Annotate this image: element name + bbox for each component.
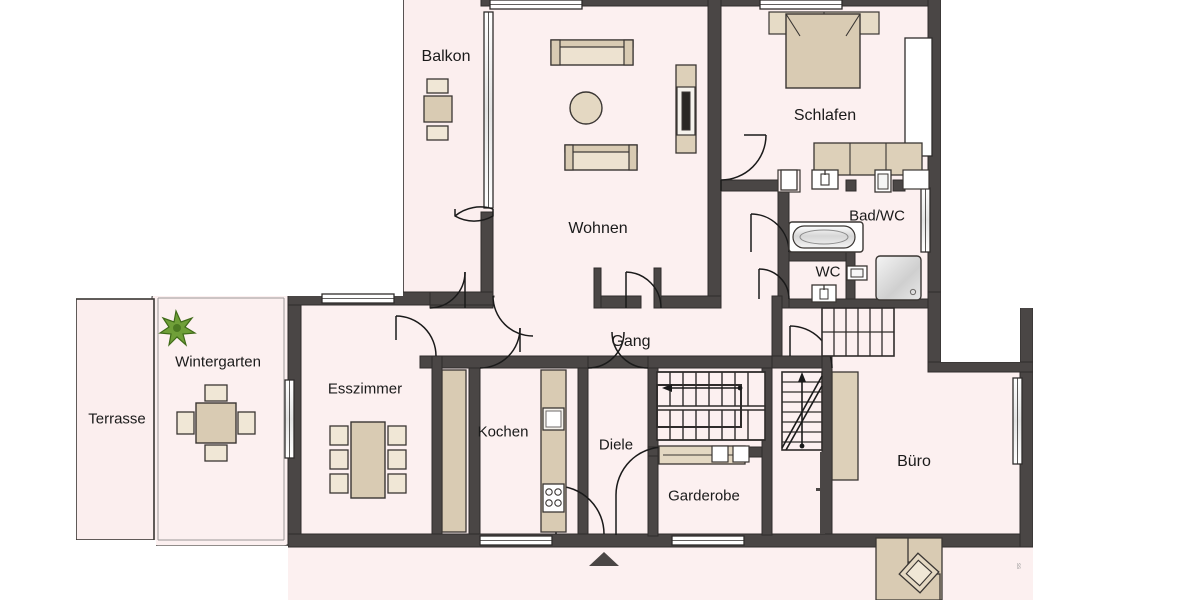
tv-cabinet (675, 64, 697, 154)
toilet-bad (780, 169, 798, 191)
chair-l3 (329, 473, 349, 494)
entrance-arrow (589, 552, 619, 566)
balcony-furniture (423, 78, 453, 141)
dining-furniture (329, 421, 407, 499)
balcony-table (423, 95, 453, 123)
bedroom-furniture (768, 11, 930, 193)
kitchen-furniture (441, 369, 567, 533)
wc-toilet (811, 284, 837, 303)
chair-w (176, 411, 195, 435)
staircase-down (656, 371, 766, 465)
chair-r3 (387, 473, 407, 494)
sink (542, 407, 565, 431)
sofa-top (550, 39, 634, 66)
desk-chair (898, 552, 940, 594)
counter-run-left (441, 369, 467, 533)
cooktop-4-burner (542, 483, 565, 513)
watermark: ss (1015, 563, 1021, 569)
dining-table (350, 421, 386, 499)
chair-r2 (387, 449, 407, 470)
bidet (874, 169, 892, 193)
balcony-chair-top (426, 78, 449, 94)
round-coffee-table (569, 91, 603, 125)
potted-plant (158, 309, 197, 347)
staircase-up (781, 371, 823, 451)
up-arrow (798, 372, 806, 449)
chair-r1 (387, 425, 407, 446)
staircase-gang (821, 307, 895, 357)
living-room-furniture (550, 39, 697, 171)
chair-n (204, 384, 228, 402)
sofa-bottom (564, 144, 638, 171)
double-bed (785, 13, 861, 89)
square-table (195, 402, 237, 444)
balcony-chair-bottom (426, 125, 449, 141)
office-furniture (816, 371, 943, 600)
left-arrow (662, 384, 743, 392)
wc-sink (846, 265, 868, 281)
sink-bad (811, 169, 839, 190)
chair-e (237, 411, 256, 435)
chair-l2 (329, 449, 349, 470)
shower-cabin (875, 255, 922, 301)
chair-s (204, 444, 228, 462)
bathroom-fixtures (780, 169, 922, 303)
sideboard (658, 445, 746, 465)
chair-l1 (329, 425, 349, 446)
winter-garden-furniture (158, 309, 256, 462)
bathtub (788, 221, 864, 253)
tall-cabinet (831, 371, 859, 481)
